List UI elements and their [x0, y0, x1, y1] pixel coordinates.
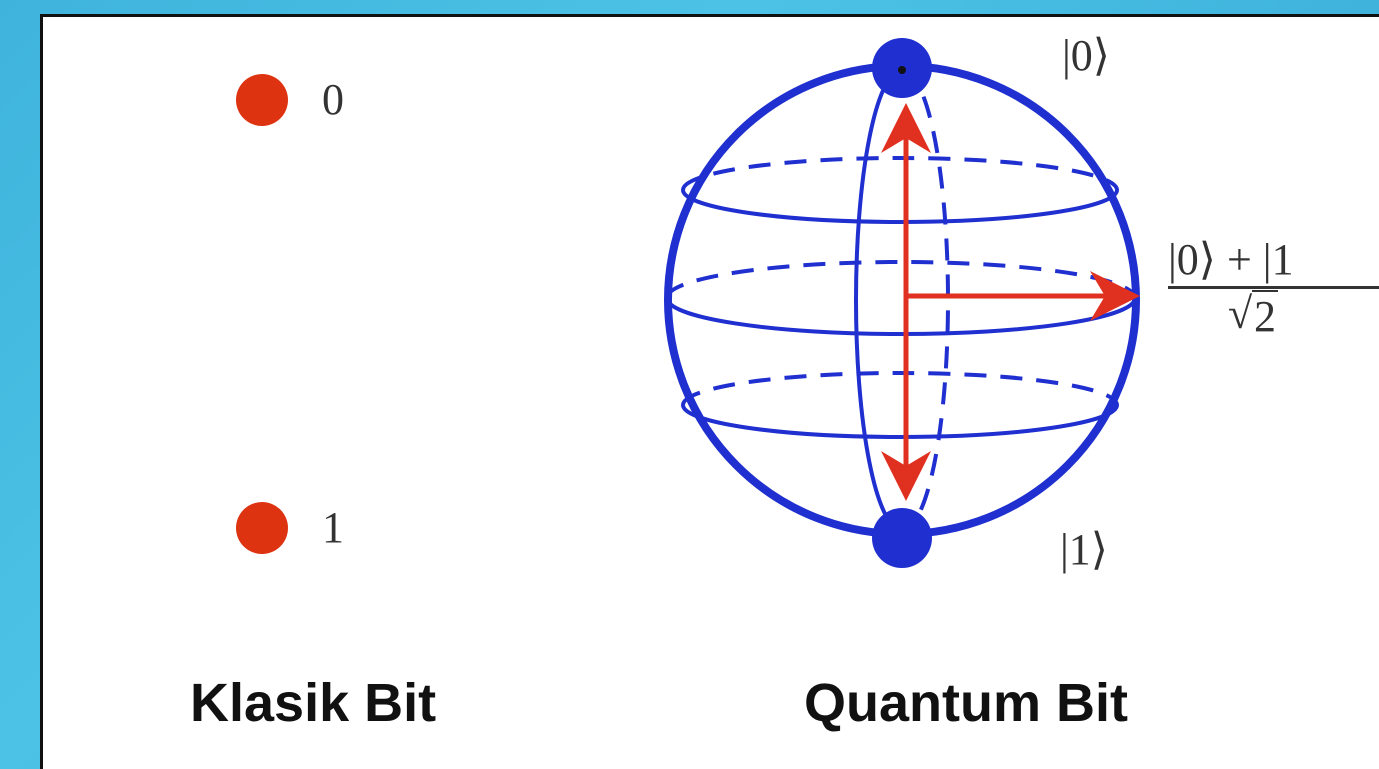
classical-bit-caption: Klasik Bit	[190, 673, 437, 733]
diagram-panel	[40, 14, 1379, 769]
classical-state-1-dot	[236, 502, 288, 554]
latitude-ring-bottom-back	[681, 371, 1119, 406]
ket-1-label: |1⟩	[1060, 525, 1108, 574]
pole-0-center-dot	[898, 66, 906, 74]
sphere-outline	[664, 62, 1140, 538]
sqrt-symbol: 2	[1228, 290, 1278, 342]
pole-1-dot	[872, 508, 932, 568]
latitude-ring-top-front	[681, 189, 1119, 224]
meridian-front	[854, 68, 903, 532]
superposition-numerator: |0⟩ + |1	[1168, 235, 1294, 284]
latitude-ring-bottom-front	[681, 404, 1119, 439]
fraction-bar	[1168, 286, 1379, 290]
latitude-ring-equator-back	[665, 260, 1137, 299]
state-arrows	[881, 103, 1140, 501]
latitude-ring-top-back	[681, 156, 1119, 191]
quantum-bit-caption: Quantum Bit	[804, 673, 1128, 733]
bloch-sphere	[664, 62, 1140, 538]
classical-state-0-dot	[236, 74, 288, 126]
superposition-denominator: 2	[1168, 290, 1379, 342]
ket-0-label: |0⟩	[1062, 31, 1110, 80]
meridian-back	[901, 68, 950, 532]
superposition-label: |0⟩ + |1 2	[1168, 235, 1379, 342]
latitude-ring-equator-front	[665, 297, 1137, 336]
classical-state-1-label: 1	[322, 503, 344, 552]
classical-state-0-label: 0	[322, 75, 344, 124]
